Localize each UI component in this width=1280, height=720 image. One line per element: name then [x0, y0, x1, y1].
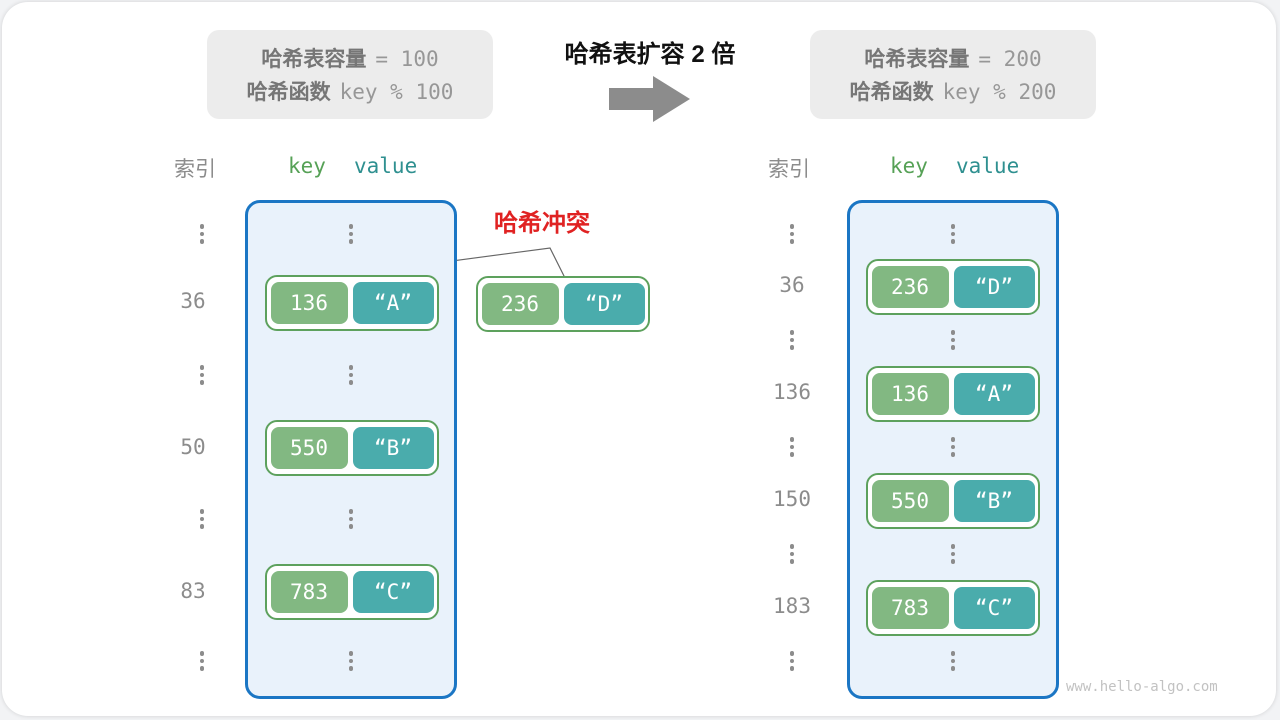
pair-550-B: 550 “B”: [866, 473, 1040, 529]
index-label: 150: [773, 487, 811, 511]
hash-function-label: 哈希函数: [246, 81, 331, 104]
ellipsis-icon: [947, 224, 959, 244]
ellipsis-icon: [786, 330, 798, 350]
pair-136-A: 136 “A”: [866, 366, 1040, 422]
hash-function-label: 哈希函数: [849, 81, 934, 104]
value-header: value: [956, 154, 1020, 178]
index-header: 索引: [768, 158, 810, 181]
watermark: www.hello-algo.com: [1066, 679, 1218, 695]
index-label: 183: [773, 594, 811, 618]
hash-function-value: key % 200: [942, 80, 1057, 104]
value-cell: “A”: [352, 282, 434, 324]
key-cell: 136: [871, 373, 949, 415]
index-label: 83: [180, 579, 206, 603]
value-cell: “D”: [563, 283, 645, 325]
pair-236-D-colliding: 236 “D”: [476, 276, 650, 332]
capacity-line: 哈希表容量 = 100: [261, 43, 438, 73]
key-cell: 783: [871, 587, 949, 629]
pair-236-D: 236 “D”: [866, 259, 1040, 315]
ellipsis-icon: [196, 651, 208, 671]
old-capacity-info-box: 哈希表容量 = 100 哈希函数 key % 100: [207, 30, 493, 119]
ellipsis-icon: [196, 365, 208, 385]
expand-title: 哈希表扩容 2 倍: [564, 41, 736, 68]
ellipsis-icon: [947, 544, 959, 564]
value-cell: “B”: [352, 427, 434, 469]
ellipsis-icon: [196, 224, 208, 244]
ellipsis-icon: [196, 509, 208, 529]
key-cell: 783: [270, 571, 348, 613]
value-cell: “C”: [352, 571, 434, 613]
capacity-line: 哈希表容量 = 200: [864, 43, 1041, 73]
key-header: key: [890, 154, 928, 178]
capacity-value: = 100: [375, 47, 439, 71]
value-cell: “D”: [953, 266, 1035, 308]
ellipsis-icon: [947, 330, 959, 350]
ellipsis-icon: [345, 509, 357, 529]
value-cell: “B”: [953, 480, 1035, 522]
capacity-value: = 200: [978, 47, 1042, 71]
value-cell: “A”: [953, 373, 1035, 415]
hash-function-value: key % 100: [339, 80, 454, 104]
ellipsis-icon: [345, 365, 357, 385]
capacity-label: 哈希表容量: [864, 48, 970, 71]
collision-label: 哈希冲突: [494, 210, 590, 237]
capacity-label: 哈希表容量: [261, 48, 367, 71]
key-cell: 236: [871, 266, 949, 308]
value-header: value: [354, 154, 418, 178]
index-label: 136: [773, 380, 811, 404]
key-cell: 550: [871, 480, 949, 522]
pair-550-B: 550 “B”: [265, 420, 439, 476]
key-cell: 136: [270, 282, 348, 324]
ellipsis-icon: [345, 651, 357, 671]
index-header: 索引: [174, 158, 216, 181]
ellipsis-icon: [786, 437, 798, 457]
hash-function-line: 哈希函数 key % 200: [850, 76, 1057, 106]
index-label: 36: [180, 289, 206, 313]
key-cell: 550: [270, 427, 348, 469]
ellipsis-icon: [345, 224, 357, 244]
ellipsis-icon: [947, 437, 959, 457]
ellipsis-icon: [786, 224, 798, 244]
key-header: key: [288, 154, 326, 178]
pair-783-C: 783 “C”: [866, 580, 1040, 636]
pair-783-C: 783 “C”: [265, 564, 439, 620]
index-label: 36: [779, 273, 805, 297]
value-cell: “C”: [953, 587, 1035, 629]
index-label: 50: [180, 435, 206, 459]
right-arrow-icon: [609, 76, 690, 122]
ellipsis-icon: [947, 651, 959, 671]
ellipsis-icon: [786, 651, 798, 671]
hash-function-line: 哈希函数 key % 100: [247, 76, 454, 106]
new-capacity-info-box: 哈希表容量 = 200 哈希函数 key % 200: [810, 30, 1096, 119]
ellipsis-icon: [786, 544, 798, 564]
key-cell: 236: [481, 283, 559, 325]
pair-136-A: 136 “A”: [265, 275, 439, 331]
